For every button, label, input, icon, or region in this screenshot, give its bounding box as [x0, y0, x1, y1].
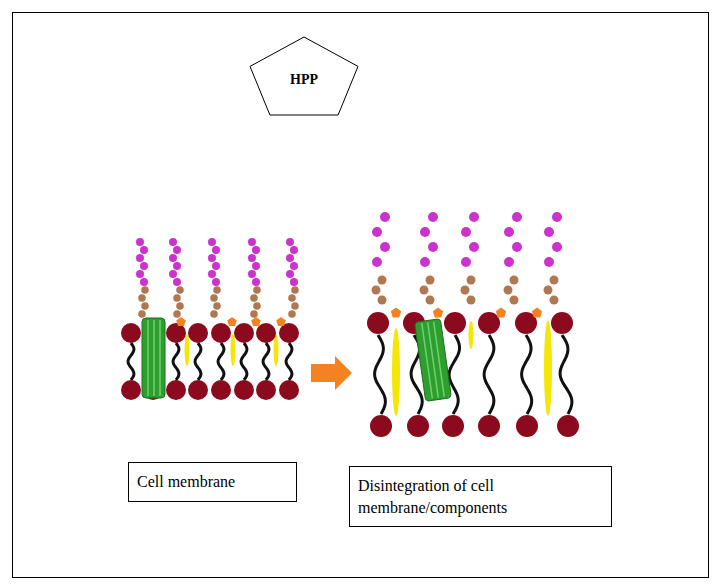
intact-membrane	[121, 238, 299, 400]
node-label: HPP	[290, 71, 318, 90]
caption-box: Disintegration of cell membrane/componen…	[349, 466, 612, 527]
caption-text: Cell membrane	[137, 471, 288, 493]
figure-frame	[13, 13, 709, 578]
disintegrated-membrane	[367, 212, 579, 437]
pressure-pentagon: HPP	[249, 36, 359, 116]
process-arrow	[311, 356, 352, 390]
caption-text: Disintegration of cell membrane/componen…	[358, 475, 603, 518]
caption-box: Cell membrane	[128, 462, 297, 502]
